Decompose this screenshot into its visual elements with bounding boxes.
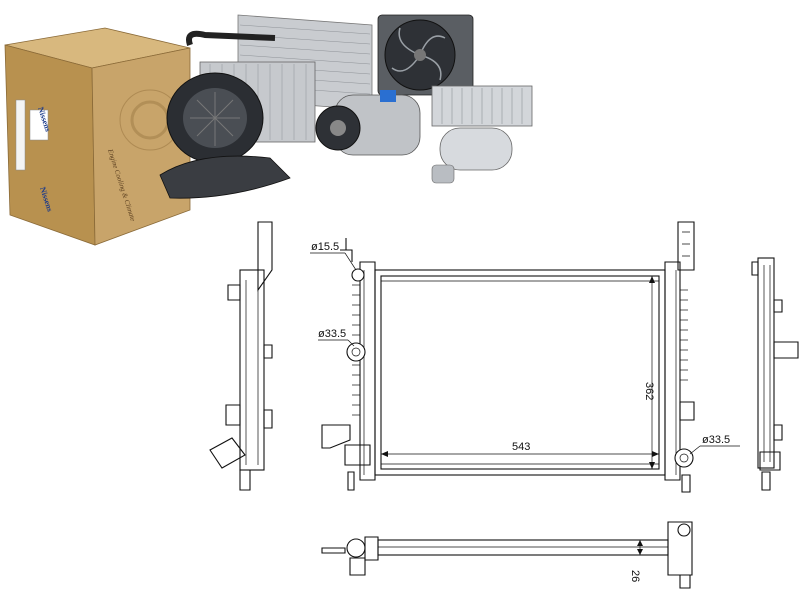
cooling-fan-image [377,14,474,96]
left-side-view-drawing [209,221,273,491]
ac-compressor-image [315,90,421,156]
pipe-top-diameter-label: ø15.5 [311,241,339,253]
front-view-drawing: 543 362 ø15.5 ø33.5 ø33.5 [310,221,740,493]
core-height-label: 362 [643,382,655,400]
core-depth-label: 26 [629,570,641,582]
blower-motor-image [159,72,291,199]
receiver-drier-image [431,127,513,184]
product-photo: Nissens Nissens Engine Cooling & Climate [4,14,533,246]
right-side-view-drawing [751,257,799,491]
pipe-left-diameter-label: ø33.5 [318,328,346,340]
core-width-label: 543 [512,441,530,453]
cardboard-box: Nissens Nissens Engine Cooling & Climate [4,27,191,246]
heater-core-image [431,85,533,127]
pipe-right-diameter-label: ø33.5 [702,434,730,446]
top-view-drawing: 26 [321,521,693,589]
